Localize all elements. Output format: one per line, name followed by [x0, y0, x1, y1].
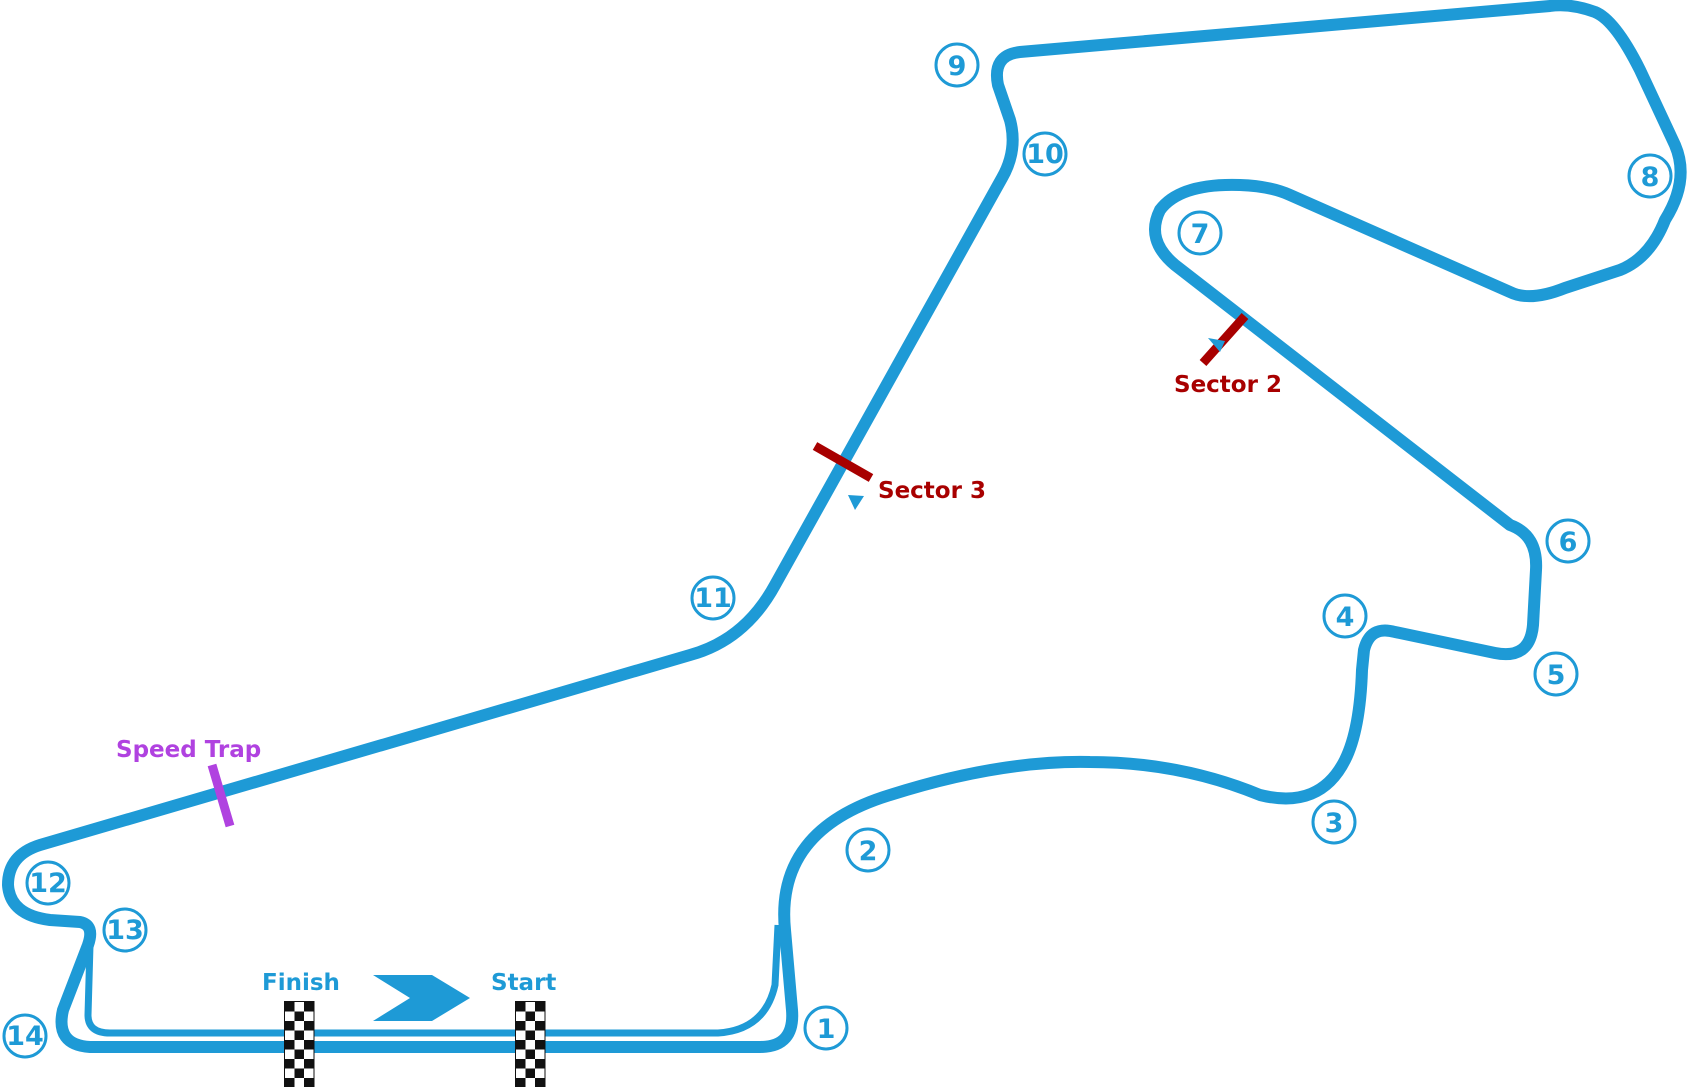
flag-cell — [525, 1068, 535, 1078]
race-direction-chevron — [373, 975, 470, 1021]
sector2-label: Sector 2 — [1174, 372, 1282, 398]
turn-11-label: 11 — [694, 583, 732, 614]
flag-cell — [304, 1002, 314, 1012]
turn-7-marker: 7 — [1177, 210, 1223, 256]
finish-label: Finish — [262, 970, 340, 996]
flag-cell — [516, 1011, 526, 1021]
flag-cell — [525, 1011, 535, 1021]
sector3-marker — [812, 442, 874, 482]
turn-2-label: 2 — [859, 836, 878, 867]
flag-cell — [285, 1030, 295, 1040]
turn-12-marker: 12 — [25, 860, 71, 906]
flag-cell — [294, 1078, 304, 1087]
flag-cell — [535, 1030, 545, 1040]
flag-cell — [525, 1040, 535, 1050]
flag-cell — [525, 1078, 535, 1087]
flag-cell — [285, 1068, 295, 1078]
flag-cell — [304, 1049, 314, 1059]
flag-cell — [285, 1049, 295, 1059]
turn-14-label: 14 — [6, 1021, 44, 1052]
flag-cell — [304, 1030, 314, 1040]
flag-cell — [516, 1059, 526, 1069]
flag-cell — [294, 1021, 304, 1031]
flag-cell — [516, 1068, 526, 1078]
flag-cell — [304, 1068, 314, 1078]
turn-4-label: 4 — [1336, 602, 1355, 633]
flag-cell — [525, 1030, 535, 1040]
turn-9-label: 9 — [948, 51, 967, 82]
turn-7-label: 7 — [1191, 219, 1210, 250]
flag-cell — [535, 1040, 545, 1050]
flag-cell — [535, 1059, 545, 1069]
turn-2-marker: 2 — [845, 827, 891, 873]
flag-cell — [285, 1059, 295, 1069]
turn-8-label: 8 — [1641, 162, 1660, 193]
turn-6-marker: 6 — [1545, 518, 1591, 564]
start-checkered-flag — [515, 1001, 546, 1087]
flag-cell — [294, 1059, 304, 1069]
flag-cell — [294, 1002, 304, 1012]
flag-cell — [304, 1011, 314, 1021]
turn-12-label: 12 — [29, 868, 67, 899]
flag-cell — [535, 1002, 545, 1012]
pit-lane — [84, 924, 782, 1037]
flag-cell — [525, 1059, 535, 1069]
turn-8-marker: 8 — [1627, 153, 1673, 199]
sector3-label: Sector 3 — [878, 478, 986, 504]
flag-cell — [535, 1068, 545, 1078]
flag-cell — [285, 1011, 295, 1021]
turn-10-marker: 10 — [1022, 131, 1068, 177]
turn-1-label: 1 — [817, 1014, 836, 1045]
flag-cell — [285, 1021, 295, 1031]
turn-13-label: 13 — [106, 915, 144, 946]
turn-5-label: 5 — [1547, 660, 1566, 691]
flag-cell — [525, 1002, 535, 1012]
flag-cell — [516, 1040, 526, 1050]
flag-cell — [294, 1040, 304, 1050]
flag-cell — [516, 1030, 526, 1040]
speed-trap-label: Speed Trap — [116, 737, 261, 763]
flag-cell — [304, 1021, 314, 1031]
flag-cell — [294, 1030, 304, 1040]
flag-cell — [525, 1021, 535, 1031]
turn-1-marker: 1 — [803, 1005, 849, 1051]
sector2-marker — [1199, 313, 1249, 366]
finish-checkered-flag — [284, 1001, 315, 1087]
turn-3-marker: 3 — [1311, 799, 1357, 845]
turn-10-label: 10 — [1026, 139, 1064, 170]
flag-cell — [516, 1002, 526, 1012]
flag-cell — [516, 1021, 526, 1031]
flag-cell — [535, 1049, 545, 1059]
turn-13-marker: 13 — [102, 907, 148, 953]
sector2-direction-arrow — [1208, 338, 1225, 352]
start-label: Start — [491, 970, 556, 996]
flag-cell — [285, 1078, 295, 1087]
turn-6-label: 6 — [1559, 527, 1578, 558]
flag-cell — [294, 1049, 304, 1059]
flag-cell — [535, 1078, 545, 1087]
turn-11-marker: 11 — [690, 575, 736, 621]
flag-cell — [304, 1040, 314, 1050]
turn-5-marker: 5 — [1533, 651, 1579, 697]
turn-14-marker: 14 — [2, 1013, 48, 1059]
turn-4-marker: 4 — [1322, 593, 1368, 639]
flag-cell — [285, 1002, 295, 1012]
flag-cell — [525, 1049, 535, 1059]
flag-cell — [535, 1011, 545, 1021]
track-outline — [2, 0, 1687, 1053]
flag-cell — [304, 1059, 314, 1069]
flag-cell — [285, 1040, 295, 1050]
flag-cell — [294, 1011, 304, 1021]
speed-trap-marker — [207, 763, 235, 828]
flag-cell — [516, 1078, 526, 1087]
flag-cell — [516, 1049, 526, 1059]
turn-3-label: 3 — [1325, 808, 1344, 839]
sector3-direction-arrow — [848, 495, 864, 510]
flag-cell — [304, 1078, 314, 1087]
flag-cell — [535, 1021, 545, 1031]
flag-cell — [294, 1068, 304, 1078]
turn-9-marker: 9 — [934, 42, 980, 88]
